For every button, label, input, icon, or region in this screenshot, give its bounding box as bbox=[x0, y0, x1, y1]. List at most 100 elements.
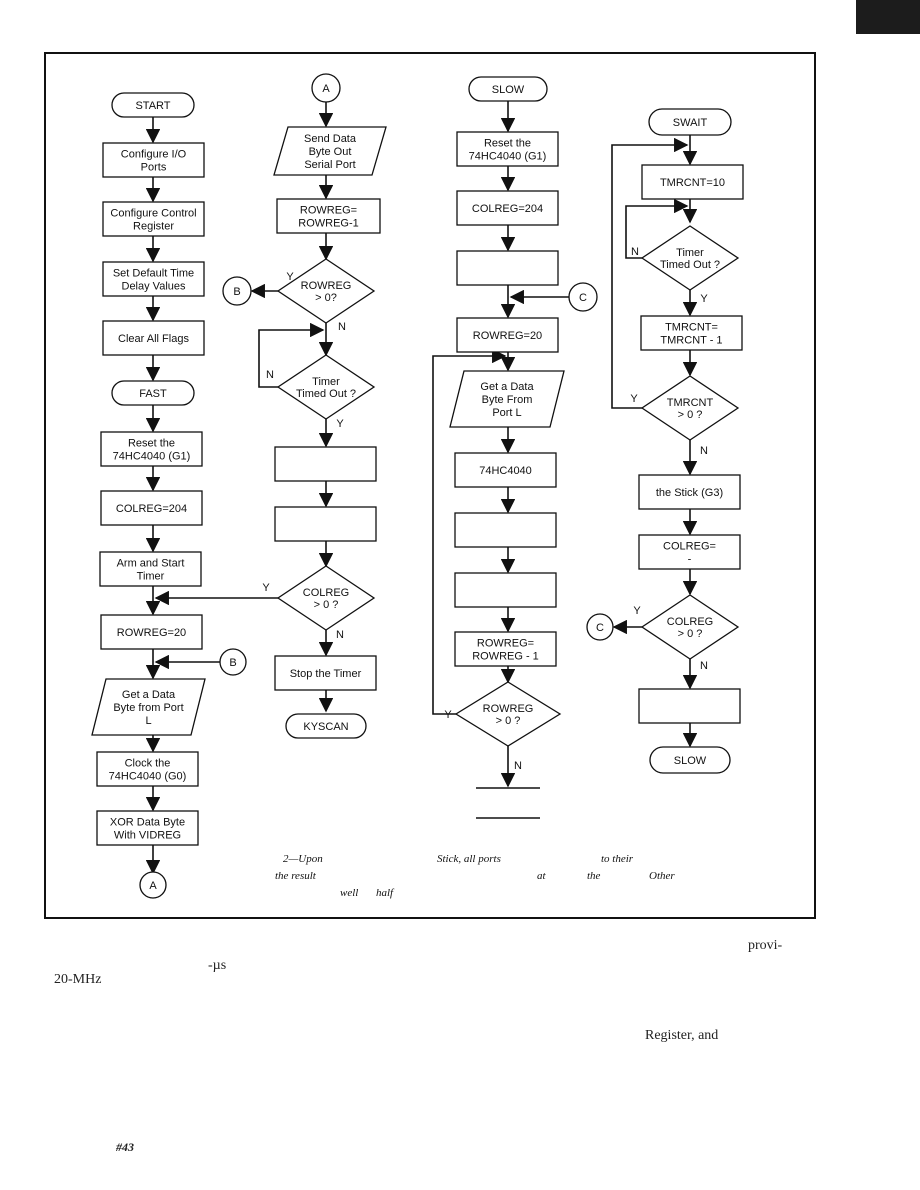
rowreg-dec-box-2-label: ROWREG - 1 bbox=[472, 651, 539, 663]
xor-box-label: XOR Data Byte bbox=[110, 817, 185, 829]
connector-c-left-label: C bbox=[596, 622, 604, 634]
blank-box-2 bbox=[274, 506, 377, 542]
label-yes-tmrcnt: Y bbox=[630, 393, 638, 405]
connector-b-return bbox=[219, 648, 247, 676]
swait-terminal bbox=[648, 108, 732, 136]
xor-box bbox=[96, 810, 199, 846]
stick-box-label: the Stick (G3) bbox=[656, 487, 723, 499]
rowreg-test-2-label: > 0 ? bbox=[496, 715, 521, 727]
rowreg-box-2-label: ROWREG=20 bbox=[473, 330, 542, 342]
label-no-timer: N bbox=[266, 369, 274, 381]
stop-timer-box-label: Stop the Timer bbox=[290, 668, 362, 680]
reset-box-1 bbox=[100, 431, 203, 467]
caption-fragment: at bbox=[537, 870, 547, 882]
start-terminal bbox=[111, 92, 195, 118]
rowreg-test-2 bbox=[454, 681, 562, 747]
colreg-box-2 bbox=[456, 190, 559, 226]
connector-b-left bbox=[222, 276, 252, 306]
send-data-para bbox=[273, 126, 387, 176]
clock-box-label: Clock the bbox=[125, 758, 171, 770]
colreg-dec-box-label: - bbox=[688, 554, 692, 566]
timer-test-2-label: Timed Out ? bbox=[660, 259, 720, 271]
label-no-colreg-2: N bbox=[700, 660, 708, 672]
get-data-para-2-label: Get a Data bbox=[480, 381, 534, 393]
connector-c-right bbox=[568, 282, 598, 312]
get-data-para-1-label: L bbox=[145, 715, 151, 727]
flow-loop-no bbox=[258, 322, 325, 388]
arm-timer-box-label: Arm and Start bbox=[117, 558, 185, 570]
colreg-test-1 bbox=[276, 565, 376, 631]
flow-loop-yes bbox=[611, 137, 689, 409]
connector-b-left-label: B bbox=[233, 286, 240, 298]
slow-terminal-2-label: SLOW bbox=[674, 755, 707, 767]
rowreg-box-1 bbox=[100, 614, 203, 650]
connector-a-top-label: A bbox=[322, 83, 330, 95]
tmrcnt-init-box-label: TMRCNT=10 bbox=[660, 177, 725, 189]
colreg-dec-box-label: COLREG= bbox=[663, 541, 716, 553]
label-no-tmrcnt: N bbox=[700, 445, 708, 457]
label-no-timer-2: N bbox=[631, 246, 639, 258]
fast-terminal bbox=[111, 380, 195, 406]
blank-box-4 bbox=[454, 512, 557, 548]
get-data-para-2 bbox=[449, 370, 565, 428]
rowreg-test-1-label: ROWREG bbox=[301, 280, 352, 292]
clear-flags-box bbox=[102, 320, 205, 356]
caption-fragment: Stick, all ports bbox=[437, 853, 501, 865]
configure-io-box-label: Configure I/O bbox=[121, 149, 187, 161]
connector-c-right-label: C bbox=[579, 292, 587, 304]
caption-fragment: half bbox=[376, 887, 395, 899]
arm-timer-box bbox=[99, 551, 202, 587]
timer-test-1-label: Timed Out ? bbox=[296, 388, 356, 400]
caption-fragment: 2—Upon bbox=[283, 853, 323, 865]
configure-io-box-label: Ports bbox=[141, 162, 167, 174]
tmrcnt-init-box bbox=[641, 164, 744, 200]
counter-box-label: 74HC4040 bbox=[479, 465, 532, 477]
connector-a-top bbox=[311, 73, 341, 103]
blank-box-1 bbox=[274, 446, 377, 482]
label-yes-rowreg: Y bbox=[286, 271, 294, 283]
fast-terminal-label: FAST bbox=[139, 388, 167, 400]
tmrcnt-dec-box-label: TMRCNT= bbox=[665, 322, 718, 334]
label-no-colreg: N bbox=[336, 629, 344, 641]
caption-fragment: the bbox=[587, 870, 601, 882]
connector-b-return-label: B bbox=[229, 657, 236, 669]
caption-fragment: to their bbox=[601, 853, 634, 865]
tmrcnt-test-label: > 0 ? bbox=[678, 409, 703, 421]
slow-terminal-1-label: SLOW bbox=[492, 84, 525, 96]
rowreg-dec-box-2-label: ROWREG= bbox=[477, 638, 534, 650]
configure-io-box bbox=[102, 142, 205, 178]
xor-box-label: With VIDREG bbox=[114, 830, 181, 842]
reset-box-1-label: 74HC4040 (G1) bbox=[113, 451, 191, 463]
body-text-provi: provi- bbox=[748, 938, 783, 953]
label-no-rowreg: N bbox=[338, 321, 346, 333]
swait-terminal-label: SWAIT bbox=[673, 117, 708, 129]
caption-fragment: Other bbox=[649, 870, 675, 882]
kyscan-terminal-label: KYSCAN bbox=[303, 721, 348, 733]
rowreg-test-1 bbox=[276, 258, 376, 324]
get-data-para-1-label: Get a Data bbox=[122, 689, 176, 701]
rowreg-test-2-label: ROWREG bbox=[483, 703, 534, 715]
clock-box-label: 74HC4040 (G0) bbox=[109, 771, 187, 783]
get-data-para-1-label: Byte from Port bbox=[113, 702, 183, 714]
reset-box-2 bbox=[456, 131, 559, 167]
slow-terminal-2 bbox=[649, 746, 731, 774]
colreg-test-1-label: COLREG bbox=[303, 587, 349, 599]
timer-test-1 bbox=[276, 354, 376, 420]
tmrcnt-test-label: TMRCNT bbox=[667, 397, 714, 409]
colreg-test-2-label: COLREG bbox=[667, 616, 713, 628]
kyscan-terminal bbox=[285, 713, 367, 739]
send-data-para-label: Serial Port bbox=[304, 159, 355, 171]
colreg-test-2-label: > 0 ? bbox=[678, 628, 703, 640]
rowreg-dec-box-1 bbox=[276, 198, 381, 234]
timer-test-2-label: Timer bbox=[676, 247, 704, 259]
start-terminal-label: START bbox=[135, 100, 170, 112]
colreg-dec-box bbox=[638, 534, 741, 570]
get-data-para-2-label: Byte From bbox=[482, 394, 533, 406]
timer-test-2 bbox=[640, 225, 740, 291]
timer-test-1-label: Timer bbox=[312, 376, 340, 388]
reset-box-1-label: Reset the bbox=[128, 438, 175, 450]
connector-a-bottom-label: A bbox=[149, 880, 157, 892]
arm-timer-box-label: Timer bbox=[137, 571, 165, 583]
rowreg-test-1-label: > 0? bbox=[315, 292, 337, 304]
issue-number: #43 bbox=[116, 1140, 134, 1154]
